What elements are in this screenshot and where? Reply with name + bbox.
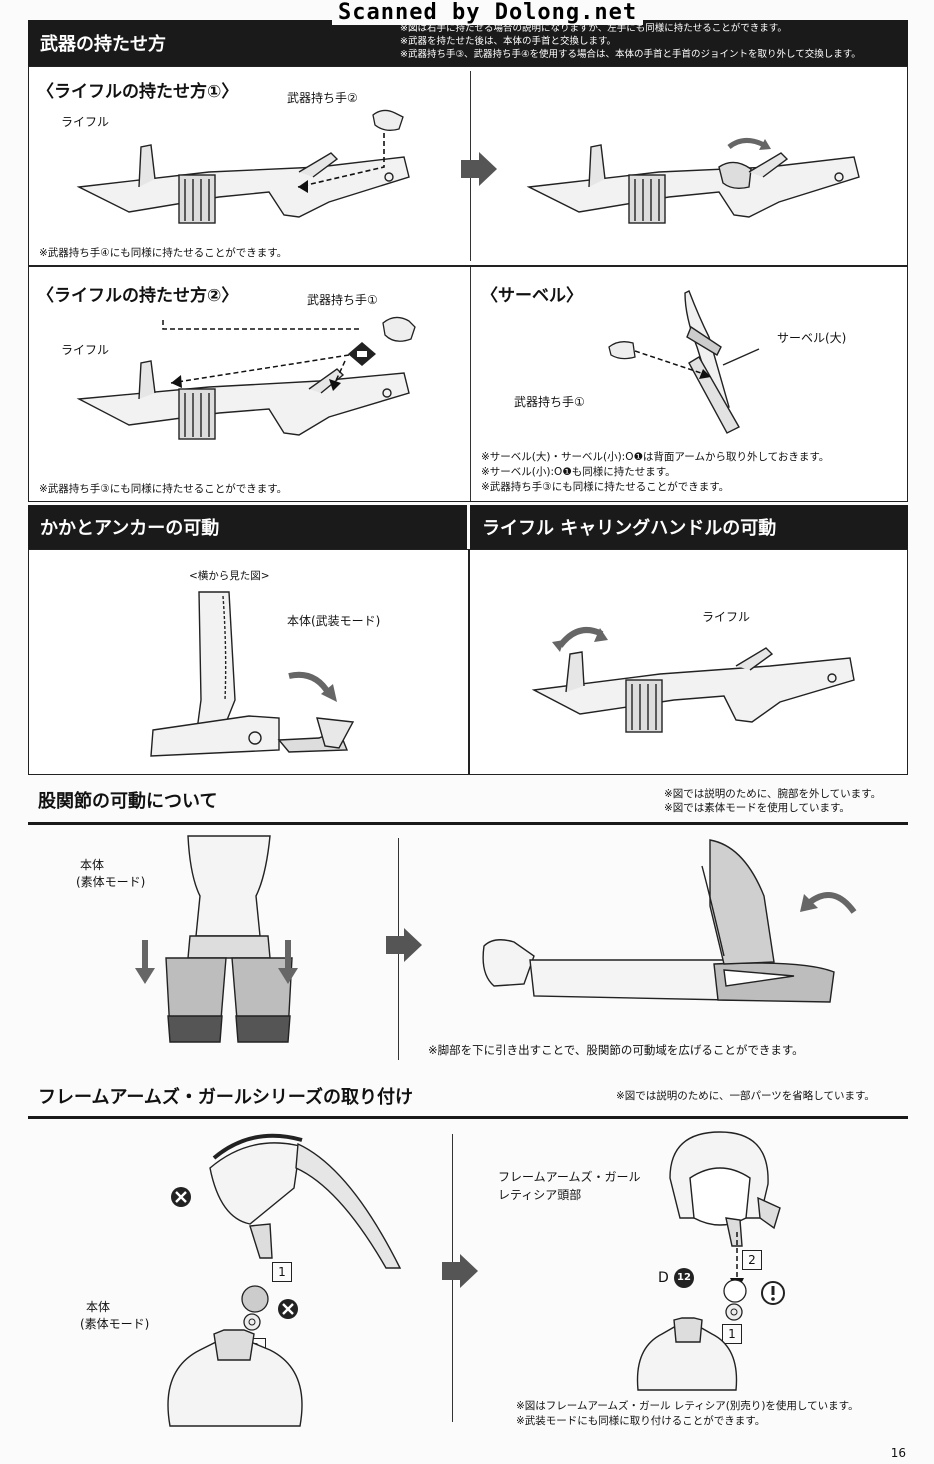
body-mode-label: (素体モード) [76, 875, 146, 889]
side-view-label: <横から見た図> [189, 570, 270, 582]
neck-joint [725, 1303, 743, 1321]
page-number: 16 [890, 1446, 906, 1460]
incompatible-mark-icon [171, 1187, 191, 1207]
hip-section-title: 股関節の可動について [38, 791, 218, 812]
weapon-section-title: 武器の持たせ方 [40, 34, 166, 55]
leticia-head-diagram [669, 1131, 781, 1247]
weapon-note: ※武器を持たせた後は、本体の手首と交換します。 [400, 36, 617, 47]
joint-ball [723, 1279, 747, 1303]
part-number-badge: 12 [674, 1268, 694, 1288]
part-letter: D [658, 1270, 669, 1286]
hip-notes: ※図では説明のために、腕部を外しています。 ※図では素体モードを使用しています。 [664, 787, 881, 815]
head-label: レティシア頭部 [498, 1188, 582, 1202]
incompatible-mark-icon [278, 1299, 298, 1319]
incompatible-head-diagram [209, 1133, 402, 1269]
hip-front-diagram [165, 835, 293, 1043]
body-label: 本体 [86, 1300, 111, 1314]
body-label: 本体 [80, 858, 105, 872]
carry-handle-section-title: ライフル キャリングハンドルの可動 [482, 518, 777, 539]
weapon-hand-part [372, 109, 404, 131]
hip-section-rule [28, 822, 908, 825]
panel-divider [470, 267, 472, 501]
step-number: 1 [272, 1262, 292, 1282]
rifle-label: ライフル [61, 343, 110, 357]
weapon-note: ※図は右手に持たせる場合の説明になりますが、左手にも同様に持たせることができます… [400, 23, 787, 34]
rifle-grip-2-title: 〈ライフルの持たせ方②〉 [37, 286, 239, 306]
body-label: 本体(武装モード) [287, 614, 381, 628]
insert-arrow [162, 317, 359, 391]
next-step-arrow [386, 928, 422, 962]
attention-mark-icon [761, 1281, 785, 1305]
pull-down-arrow [135, 940, 155, 984]
body-mode-label: (素体モード) [80, 1317, 150, 1331]
weapon-hand-label: 武器持ち手② [287, 91, 358, 105]
heel-section-header: かかとアンカーの可動 [28, 505, 467, 549]
watermark: Scanned by Dolong.net [332, 0, 644, 25]
saber-label: サーベル(大) [777, 331, 847, 345]
body-torso-diagram [167, 1329, 303, 1427]
weapon-hand-label: 武器持ち手① [307, 293, 378, 307]
fag-section-title: フレームアームズ・ガールシリーズの取り付け [38, 1087, 413, 1108]
rifle-grip-1-panel: 〈ライフルの持たせ方①〉 ライフル 武器持ち手② ※武器持ち手④にも同様に持たせ… [28, 66, 908, 266]
rifle-label: ライフル [702, 610, 751, 624]
body-torso-diagram [636, 1317, 738, 1391]
fag-section-rule [28, 1116, 908, 1119]
insert-arrow [297, 133, 385, 193]
leg-diagram [150, 591, 355, 757]
rifle-diagram [76, 144, 410, 224]
carry-handle-panel: ライフル [469, 549, 908, 775]
rifle-with-hand-diagram [526, 138, 860, 224]
carry-handle-section-header: ライフル キャリングハンドルの可動 [470, 505, 908, 549]
step-number: 2 [742, 1250, 762, 1270]
saber-note: ※武器持ち手③にも同様に持たせることができます。 [481, 481, 730, 493]
rifle-grip-2-panel: 〈ライフルの持たせ方②〉 ライフル 武器持ち手① ※武器持ち手③にも同様に持たせ… [28, 266, 908, 502]
rifle-label: ライフル [61, 115, 110, 129]
rifle-grip-1-note: ※武器持ち手④にも同様に持たせることができます。 [39, 247, 288, 259]
handle-part-diamond [348, 342, 376, 366]
saber-diagram [608, 290, 760, 434]
step-number: 1 [722, 1324, 742, 1344]
rifle-grip-1-title: 〈ライフルの持たせ方①〉 [37, 82, 239, 102]
weapon-note: ※武器持ち手③、武器持ち手④を使用する場合は、本体の手首と手首のジョイントを取り… [400, 49, 861, 60]
saber-note: ※サーベル(小):O❶も同様に持たせます。 [481, 466, 676, 478]
saber-note: ※サーベル(大)・サーベル(小):O❶は背面アームから取り外しておきます。 [481, 451, 830, 463]
heel-section-title: かかとアンカーの可動 [40, 518, 220, 539]
next-step-arrow [442, 1254, 478, 1288]
rifle-diagram [531, 627, 855, 733]
fag-section-header: フレームアームズ・ガールシリーズの取り付け [28, 1076, 908, 1116]
head-label: フレームアームズ・ガール [498, 1170, 641, 1184]
pull-down-arrow [278, 940, 298, 984]
weapon-hand-part [382, 316, 416, 342]
hip-note: ※図では素体モードを使用しています。 [664, 802, 850, 814]
rifle-grip-2-note: ※武器持ち手③にも同様に持たせることができます。 [39, 483, 288, 495]
fag-note: ※図では説明のために、一部パーツを省略しています。 [616, 1090, 875, 1102]
hip-side-diagram [482, 839, 857, 1003]
saber-title: 〈サーベル〉 [481, 286, 583, 306]
fag-bottom-note: ※図はフレームアームズ・ガール レティシア(別売り)を使用しています。 [516, 1400, 859, 1412]
hip-bottom-note: ※脚部を下に引き出すことで、股関節の可動域を広げることができます。 [428, 1043, 804, 1057]
neck-joint [243, 1313, 261, 1331]
next-step-arrow [461, 152, 497, 186]
fag-bottom-note: ※武装モードにも同様に取り付けることができます。 [516, 1415, 766, 1427]
weapon-hand-label: 武器持ち手① [514, 395, 585, 409]
weapon-notes: ※図は右手に持たせる場合の説明になりますが、左手にも同様に持たせることができます… [400, 22, 905, 61]
hip-section-header: 股関節の可動について [28, 778, 908, 822]
joint-ball [241, 1285, 269, 1313]
heel-panel: <横から見た図> 本体(武装モード) [28, 549, 469, 775]
hip-note: ※図では説明のために、腕部を外しています。 [664, 788, 882, 800]
weapon-section-header: 武器の持たせ方 [28, 20, 908, 66]
